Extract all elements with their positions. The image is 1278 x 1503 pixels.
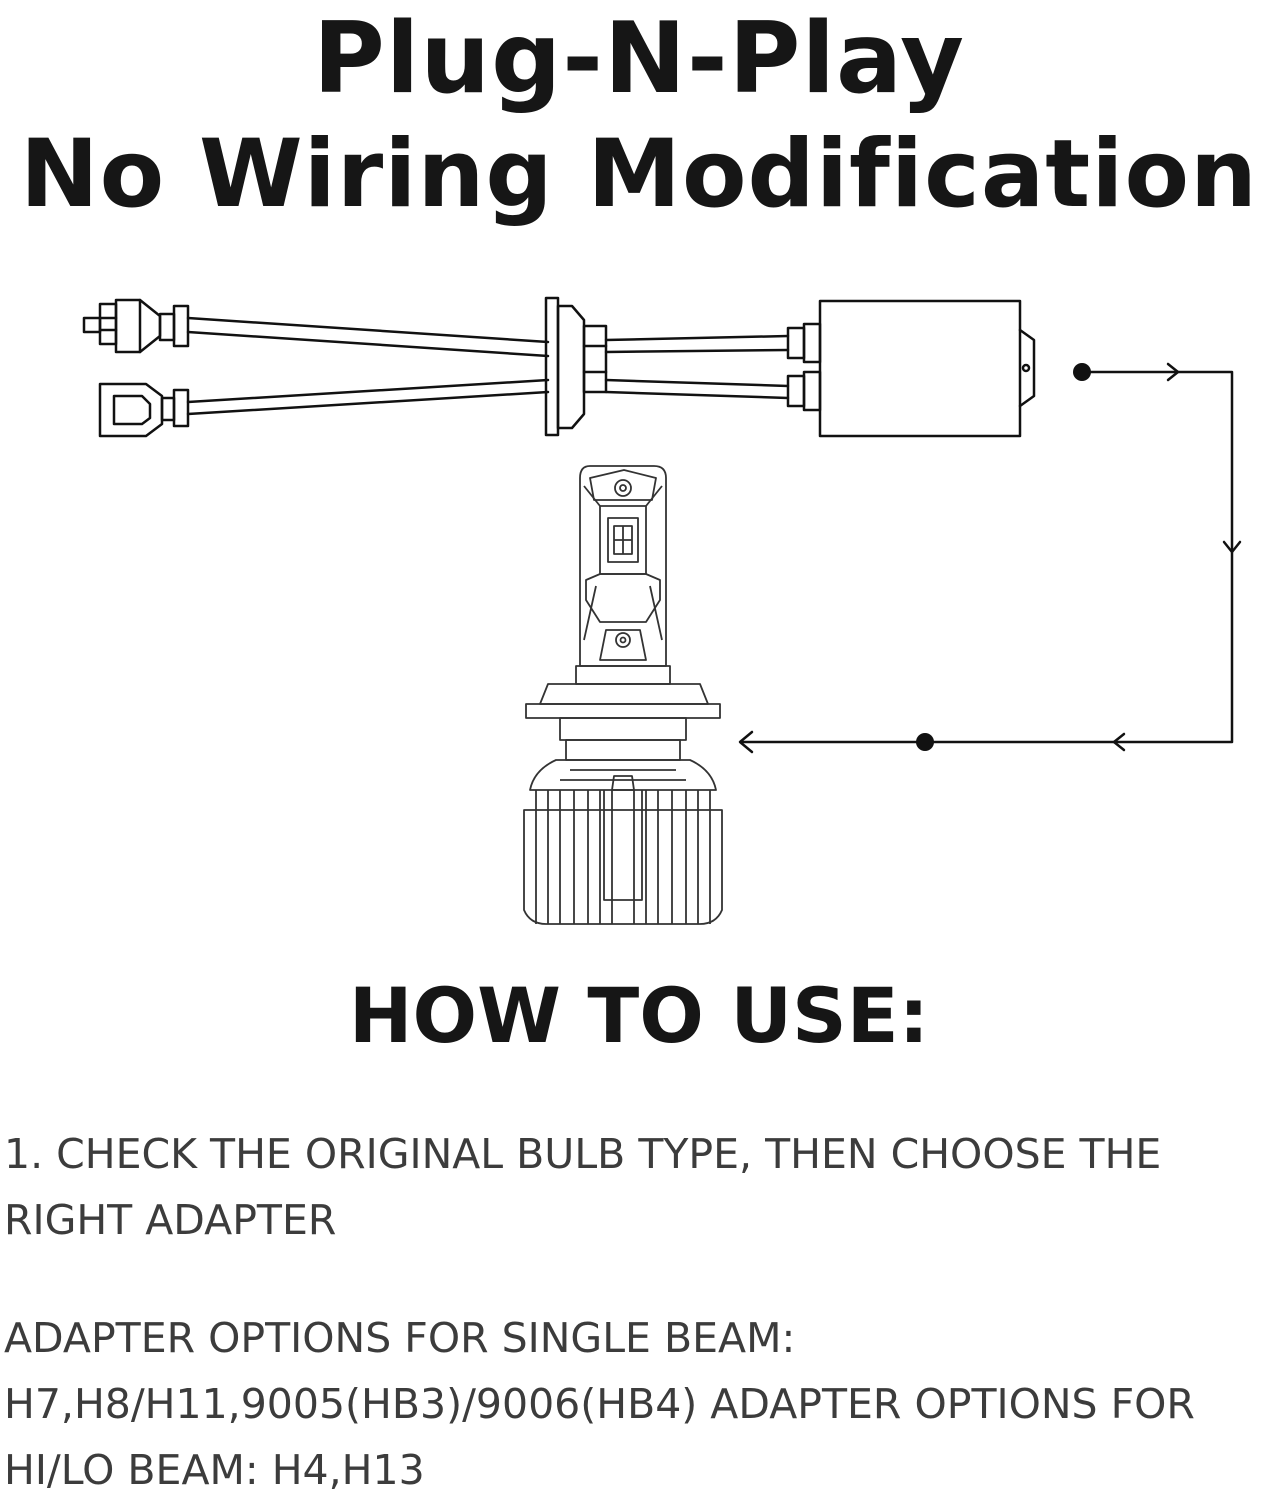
decoder-box-icon: [786, 299, 1036, 438]
led-bulb-icon: [523, 465, 723, 925]
adapter-options-line: H7,H8/H11,9005(HB3)/9006(HB4) ADAPTER OP…: [4, 1380, 1195, 1428]
step-1-line: 1. CHECK THE ORIGINAL BULB TYPE, THEN CH…: [4, 1130, 1162, 1178]
how-to-heading: HOW TO USE:: [348, 971, 930, 1060]
harness-wires: [186, 316, 550, 416]
wiring-diagram: [82, 296, 1242, 925]
page-title: Plug-N-Play: [312, 2, 966, 116]
flow-node: [1073, 363, 1091, 381]
adapter-options: ADAPTER OPTIONS FOR SINGLE BEAM: H7,H8/H…: [4, 1305, 1276, 1503]
flow-node: [916, 733, 934, 751]
socket-plug-icon: [98, 382, 190, 438]
step-1-line: RIGHT ADAPTER: [4, 1196, 337, 1244]
step-1-instruction: 1. CHECK THE ORIGINAL BULB TYPE, THEN CH…: [4, 1121, 1276, 1253]
h7-plug-icon: [82, 298, 190, 354]
decoder-wires: [604, 334, 790, 400]
adapter-options-line: ADAPTER OPTIONS FOR SINGLE BEAM:: [4, 1314, 796, 1362]
adapter-options-line: HI/LO BEAM: H4,H13: [4, 1446, 425, 1494]
grommet-icon: [544, 296, 608, 437]
flow-arrow-icon: [738, 362, 1242, 754]
page-subtitle: No Wiring Modification: [20, 120, 1258, 229]
